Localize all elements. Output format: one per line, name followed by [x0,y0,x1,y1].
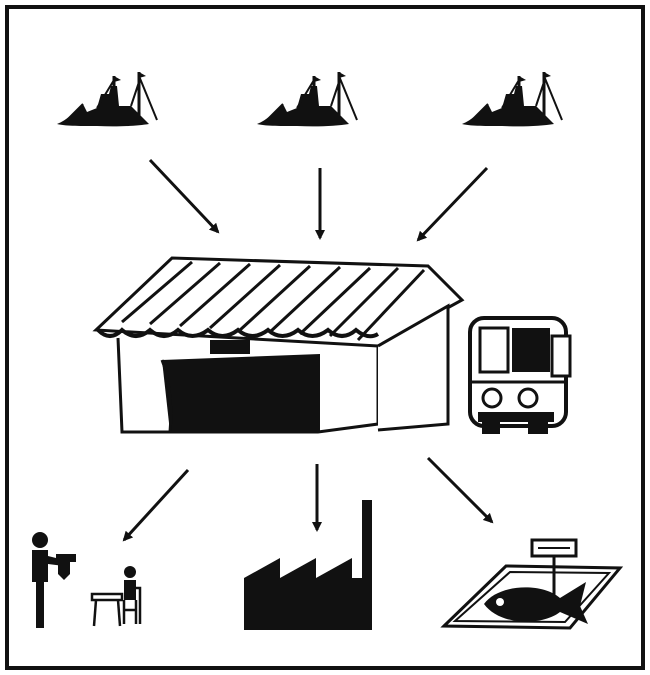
fishing-boat-icon [57,72,157,126]
fishing-boat-icon [257,72,357,126]
fishing-boat-icon [462,72,562,126]
fish-market-shed-icon [96,258,462,432]
fish-stall-icon [444,540,620,628]
factory-icon [244,500,372,630]
delivery-truck-icon [470,318,570,434]
arrow-boat-3-to-market [418,168,487,240]
arrow-boat-1-to-market [150,160,218,232]
arrow-market-to-fish-stall [428,458,492,522]
arrow-market-to-restaurant [124,470,188,540]
restaurant-waiter-icon [32,532,140,628]
